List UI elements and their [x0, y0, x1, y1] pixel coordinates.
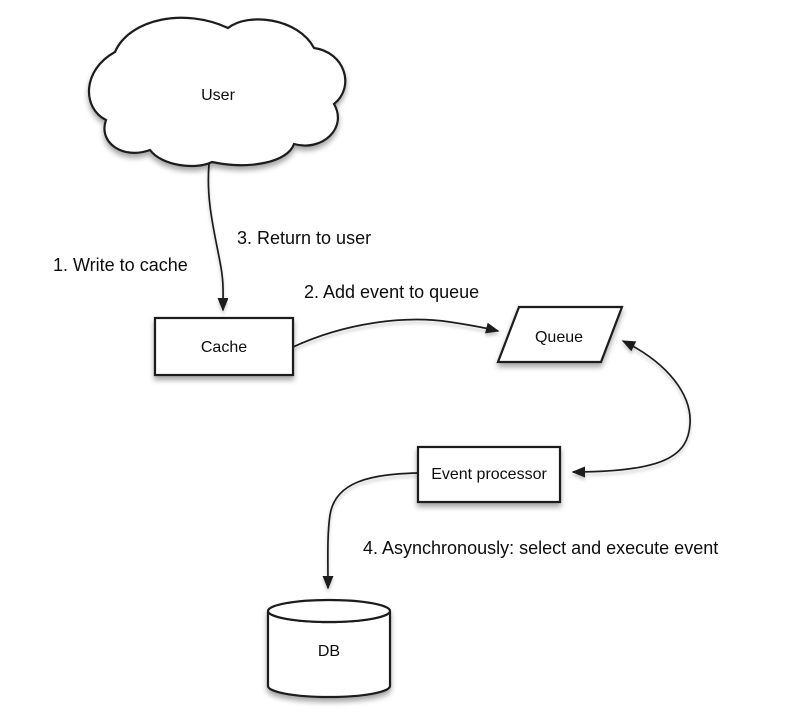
queue-label: Queue: [535, 329, 583, 346]
queue-shape: [496, 305, 624, 364]
annotation-step1: 1. Write to cache: [53, 255, 188, 275]
user-label: User: [201, 87, 235, 104]
node-cache: Cache: [153, 316, 295, 377]
cloud-shape: [87, 16, 347, 168]
annotation-step3: 3. Return to user: [237, 228, 371, 248]
cache-shape: [153, 316, 295, 377]
node-event-processor: Event processor: [416, 445, 562, 504]
connectors: [207, 163, 691, 590]
node-db: DB: [266, 598, 392, 699]
db-cylinder-top: [266, 598, 392, 624]
arrow-queue-event-processor-bidirectional: [571, 340, 691, 478]
node-user: User: [87, 16, 347, 168]
arrow-cache-to-queue: [292, 318, 500, 348]
annotation-step4: 4. Asynchronously: select and execute ev…: [363, 538, 718, 558]
cache-label: Cache: [201, 339, 247, 356]
step-annotations: 1. Write to cache 3. Return to user 2. A…: [53, 228, 718, 558]
arrow-user-to-cache: [207, 163, 229, 312]
node-queue: Queue: [496, 305, 624, 364]
event-processor-label: Event processor: [431, 466, 547, 483]
db-label: DB: [318, 643, 340, 660]
event-processor-shape: [416, 445, 562, 504]
annotation-step2: 2. Add event to queue: [304, 282, 479, 302]
arrow-event-processor-to-db: [322, 472, 419, 590]
